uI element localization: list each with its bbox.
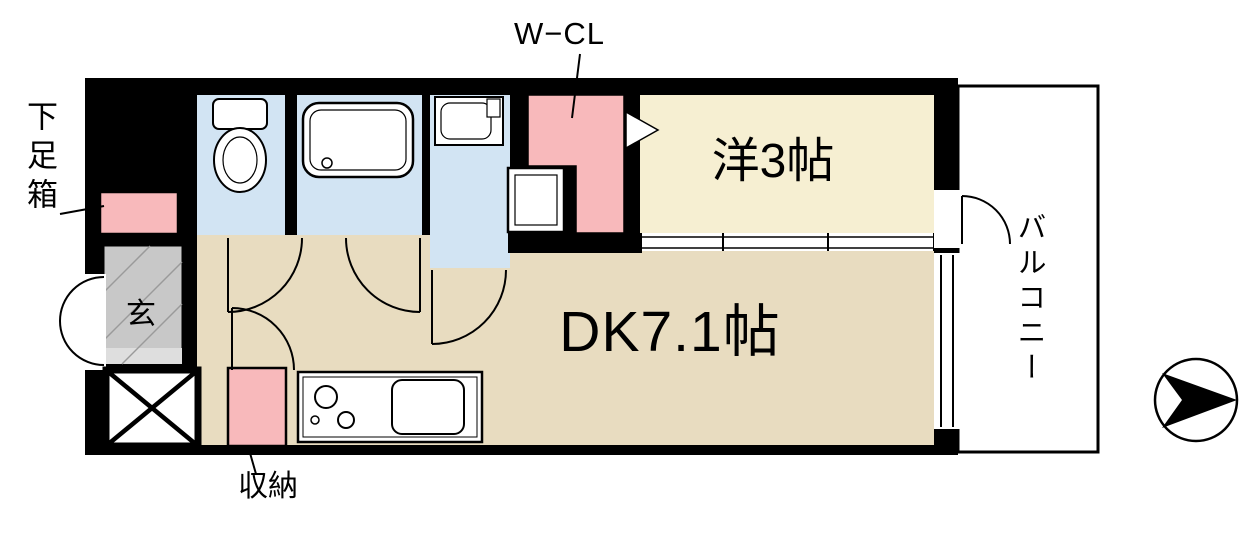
balcony-label: バルコニー bbox=[1013, 212, 1045, 387]
storage-area bbox=[226, 366, 288, 448]
compass-arrow bbox=[1153, 357, 1239, 443]
washroom-door bbox=[431, 269, 507, 345]
walk-in-closet-label: W−CL bbox=[514, 16, 605, 51]
storage-pointer-line bbox=[247, 445, 257, 475]
dining-kitchen-label: DK7.1帖 bbox=[559, 300, 781, 364]
wall-patch bbox=[508, 233, 642, 253]
wcl-pointer-line bbox=[571, 53, 581, 119]
bathroom-door bbox=[345, 237, 421, 313]
dk-balcony-window bbox=[934, 253, 960, 429]
closet-door-opening bbox=[625, 110, 660, 150]
toilet-door bbox=[227, 237, 303, 313]
shoe-box-area bbox=[98, 190, 180, 236]
balcony-area bbox=[956, 84, 1100, 454]
storage-door bbox=[231, 307, 295, 371]
washbasin-fixture bbox=[434, 96, 504, 146]
shoe-box-label: 下足箱 bbox=[22, 100, 57, 217]
western-room-label: 洋3帖 bbox=[711, 135, 835, 188]
entrance-label: 玄 bbox=[126, 298, 156, 331]
entrance-floor bbox=[103, 245, 183, 365]
entry-door bbox=[59, 274, 106, 370]
sliding-partition bbox=[639, 233, 935, 251]
pipe-shaft bbox=[102, 366, 202, 450]
washing-machine-pan bbox=[506, 166, 566, 234]
toilet-fixture bbox=[212, 98, 268, 193]
western-room-floor bbox=[640, 95, 934, 235]
shoe-box-pointer-line bbox=[59, 205, 105, 215]
balcony-door bbox=[934, 190, 1011, 248]
bathtub-fixture bbox=[301, 101, 415, 179]
kitchen-counter bbox=[296, 370, 484, 444]
storage-label: 収納 bbox=[238, 470, 298, 503]
